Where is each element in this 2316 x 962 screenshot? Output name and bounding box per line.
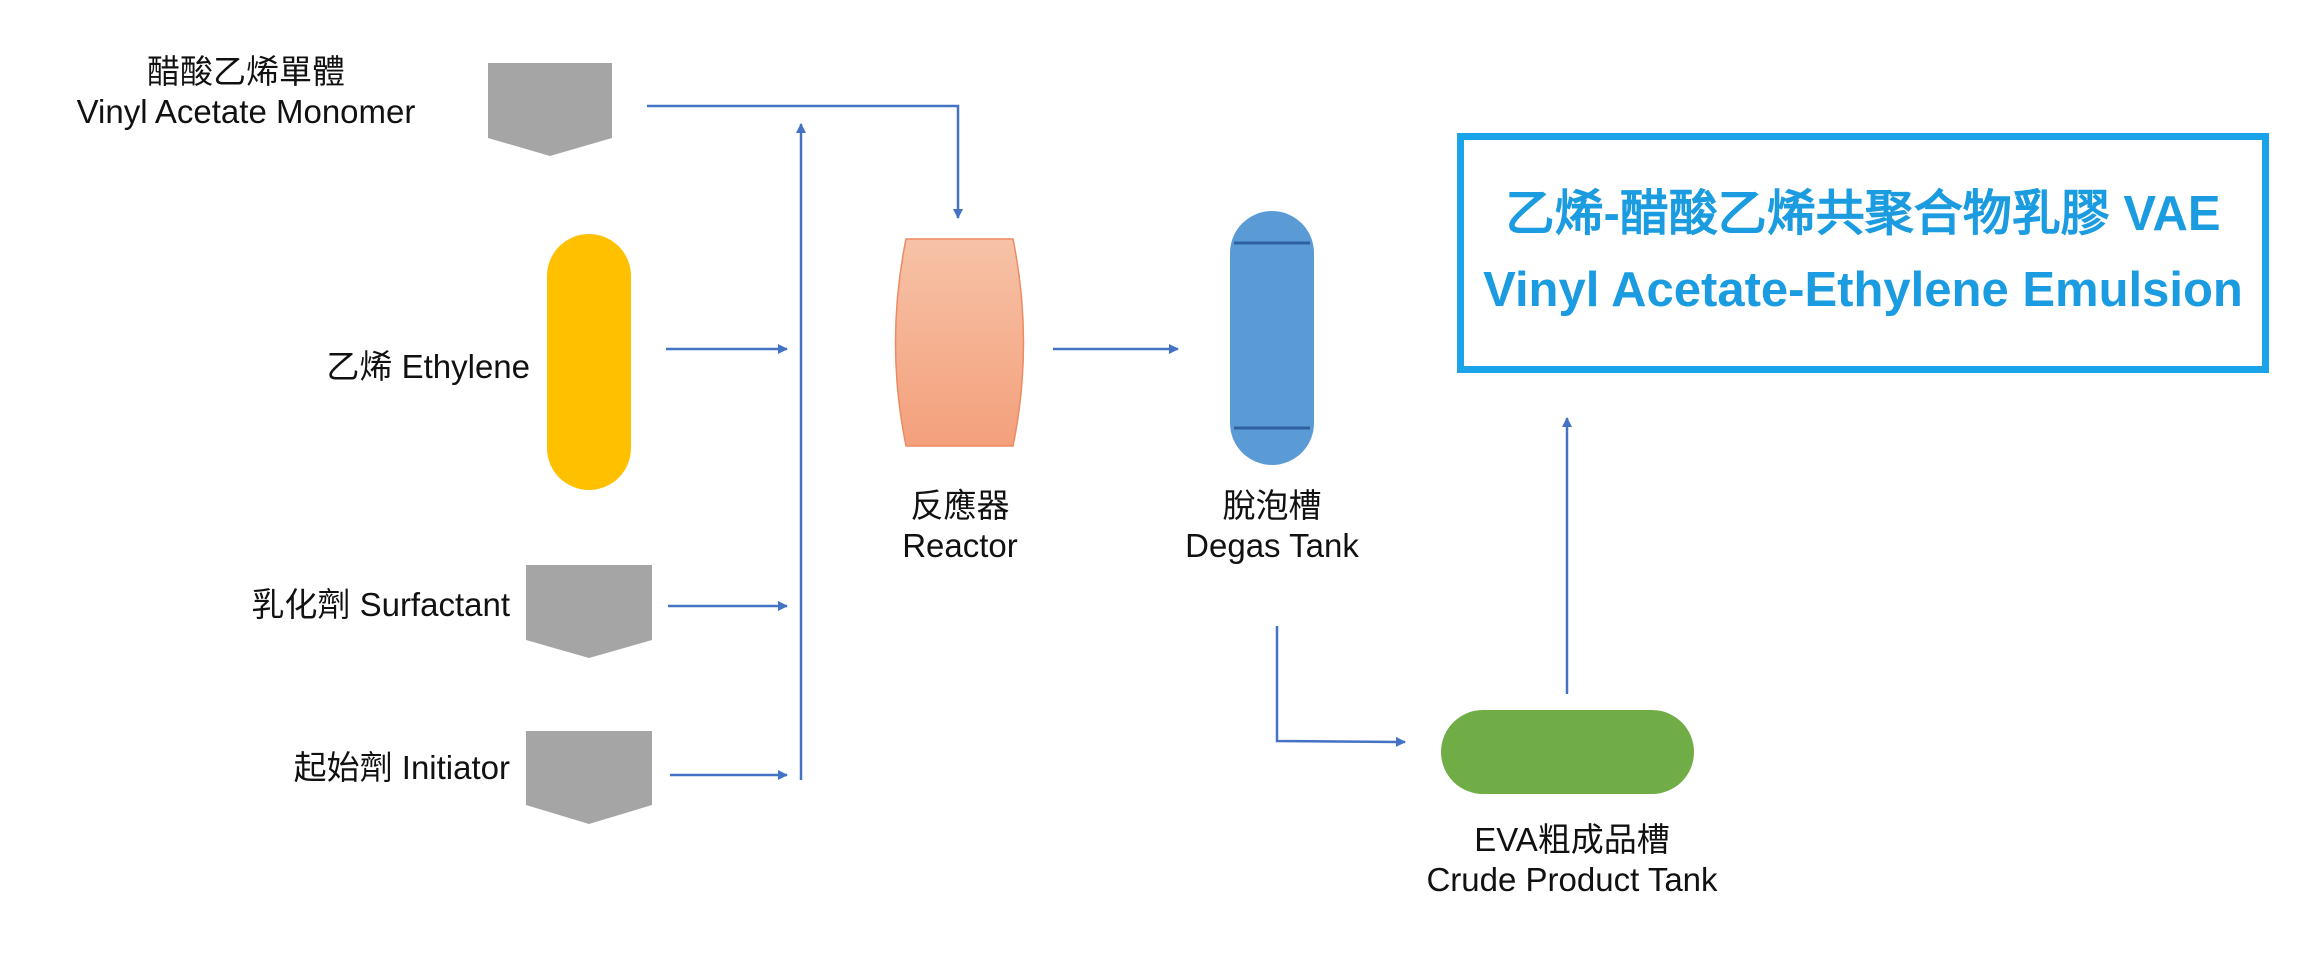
vam-hopper-icon bbox=[488, 63, 612, 156]
degas-tank-label: 脫泡槽 Degas Tank bbox=[1147, 486, 1397, 565]
reactor-vessel-icon bbox=[894, 238, 1025, 447]
product-box: 乙烯-醋酸乙烯共聚合物乳膠 VAE Vinyl Acetate-Ethylene… bbox=[1457, 133, 2269, 373]
product-title-en: Vinyl Acetate-Ethylene Emulsion bbox=[1483, 263, 2243, 317]
vam-to-reactor-arrow bbox=[647, 104, 963, 219]
ethylene-tank-icon bbox=[547, 234, 631, 490]
initiator-label: 起始劑 Initiator bbox=[293, 749, 510, 786]
crude-product-tank-icon bbox=[1441, 710, 1694, 794]
vam-label: 醋酸乙烯單體 Vinyl Acetate Monomer bbox=[26, 52, 466, 131]
vam-label-zh: 醋酸乙烯單體 bbox=[147, 53, 345, 90]
surfactant-hopper-icon bbox=[526, 565, 652, 658]
reactor-label-en: Reactor bbox=[902, 526, 1018, 564]
crude-label-zh: EVA粗成品槽 bbox=[1474, 821, 1670, 858]
vam-label-en: Vinyl Acetate Monomer bbox=[76, 92, 416, 130]
product-title-zh: 乙烯-醋酸乙烯共聚合物乳膠 VAE bbox=[1505, 187, 2221, 242]
ethylene-label: 乙烯 Ethylene bbox=[326, 348, 530, 385]
degas-tank-icon bbox=[1230, 211, 1314, 465]
reactor-label-zh: 反應器 bbox=[910, 487, 1010, 524]
degas-label-zh: 脫泡槽 bbox=[1222, 487, 1322, 524]
degas-to-crude-arrow bbox=[1275, 626, 1406, 747]
crude-product-tank-label: EVA粗成品槽 Crude Product Tank bbox=[1382, 820, 1762, 899]
crude-label-en: Crude Product Tank bbox=[1426, 860, 1718, 898]
degas-label-en: Degas Tank bbox=[1185, 526, 1359, 564]
initiator-hopper-icon bbox=[526, 731, 652, 824]
surfactant-label: 乳化劑 Surfactant bbox=[251, 586, 510, 623]
reactor-label: 反應器 Reactor bbox=[855, 486, 1065, 565]
